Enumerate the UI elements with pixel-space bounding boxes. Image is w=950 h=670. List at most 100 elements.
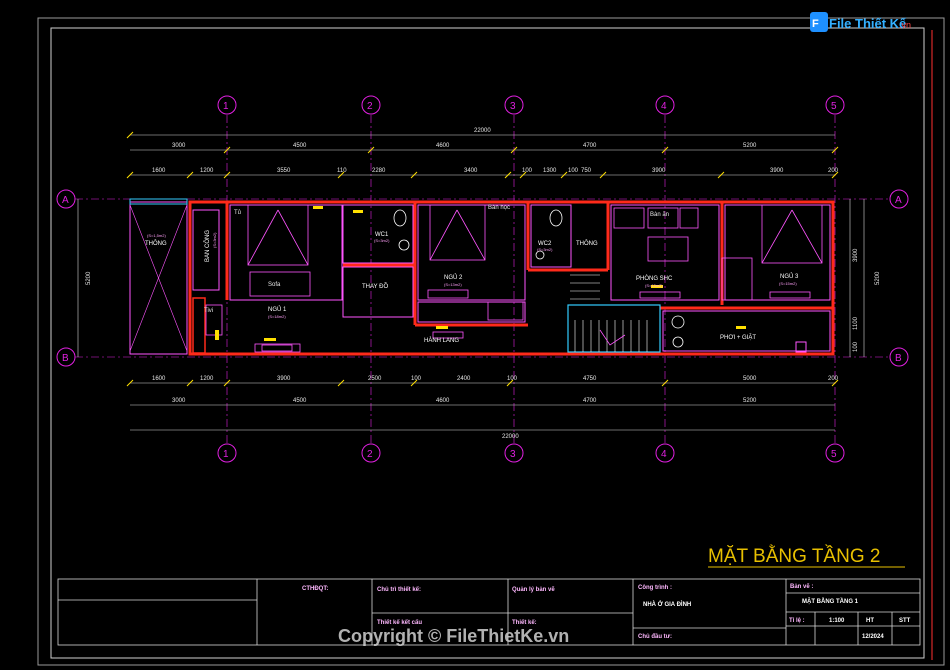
- logo-text: File Thiết Kế: [829, 16, 907, 31]
- tb-investor-label: Chủ đầu tư:: [638, 634, 672, 640]
- dim-text: 3000: [172, 398, 186, 404]
- inner-walls: [229, 204, 831, 352]
- dim-text: 3550: [277, 168, 291, 174]
- dim-text: 100: [522, 168, 533, 174]
- room-label: NGỦ 1: [268, 306, 287, 313]
- tb-manager: Quản lý bản vẽ: [512, 587, 555, 593]
- dim-text: 3900: [652, 168, 666, 174]
- dim-text: 5200: [743, 143, 757, 149]
- dim-total-bottom: 22000: [502, 434, 519, 440]
- dim-text: 5200: [743, 398, 757, 404]
- room-area: (S=13m2): [444, 282, 462, 287]
- room-area: (S=13m2): [645, 283, 663, 288]
- dim-text: 1300: [543, 168, 557, 174]
- dim-text: 4500: [293, 143, 307, 149]
- outer-frame: [37, 17, 945, 666]
- axis-label: B: [62, 353, 69, 364]
- tb-project-value: NHÀ Ở GIA ĐÌNH: [643, 600, 691, 608]
- dim-text-vertical: 100: [853, 341, 859, 352]
- toilets: [393, 209, 685, 348]
- room-area: (S=3m2): [537, 247, 553, 252]
- room-label: PHÒNG SHC: [636, 275, 673, 282]
- tb-designer: Thiết kế:: [512, 619, 537, 626]
- room-label: THÔNG: [145, 240, 167, 247]
- dim-text: 4700: [583, 398, 597, 404]
- tb-ht-label: HT: [866, 618, 874, 624]
- dim-text: 4700: [583, 143, 597, 149]
- axis-label: 3: [510, 101, 516, 112]
- fixture-label: Tivi: [204, 308, 213, 314]
- dimension-ticks: [126, 131, 839, 387]
- logo-letter: F: [812, 18, 819, 30]
- room-area: (S=3m2): [374, 238, 390, 243]
- axis-label: 3: [510, 449, 516, 460]
- axis-label: B: [895, 353, 902, 364]
- beds: [247, 204, 823, 266]
- room-area: (S=18m2): [268, 314, 286, 319]
- dim-text: 750: [581, 168, 592, 174]
- room-label: BAN CÔNG: [204, 230, 211, 262]
- accent-marks: [215, 206, 807, 353]
- dim-text: 3400: [464, 168, 478, 174]
- plan-title: MẶT BẰNG TẦNG 2: [708, 545, 880, 567]
- dimension-lines: [77, 134, 865, 431]
- axis-label: A: [895, 195, 902, 206]
- room-label: THAY ĐỒ: [362, 283, 388, 290]
- dim-text: 4500: [293, 398, 307, 404]
- dim-text: 1600: [152, 168, 166, 174]
- axis-label: 2: [367, 449, 373, 460]
- dim-text: 4600: [436, 143, 450, 149]
- room-label: NGỦ 3: [780, 273, 799, 280]
- tb-owner: CTHĐQT:: [302, 586, 328, 592]
- dim-text-vertical: 5200: [86, 271, 92, 285]
- fixture-label: Bàn ăn: [650, 212, 669, 218]
- room-label: WC1: [375, 232, 389, 238]
- fixture-label: Bàn học: [488, 205, 510, 211]
- dim-text: 200: [828, 168, 839, 174]
- axis-bubbles-bottom: 1 2 3 4 5: [217, 443, 845, 463]
- room-label: HÀNH LANG: [424, 337, 459, 344]
- room-label: NGỦ 2: [444, 274, 463, 281]
- axis-label: 4: [661, 101, 667, 112]
- dim-text-vertical: 1100: [853, 316, 859, 330]
- balcony-void: [129, 198, 220, 355]
- room-label: THÔNG: [576, 240, 598, 247]
- dim-text: 2280: [372, 168, 386, 174]
- dim-text-vertical: 3900: [853, 248, 859, 262]
- axis-bubbles-top: 1 2 3 4 5: [217, 95, 845, 115]
- axis-label: 1: [223, 449, 229, 460]
- dim-text: 5000: [743, 376, 757, 382]
- axis-label: A: [62, 195, 69, 206]
- fixture-label: Sofa: [268, 282, 281, 288]
- logo-domain: .vn: [899, 20, 911, 30]
- inner-frame: [50, 27, 925, 659]
- tb-scale-value: 1:100: [829, 618, 845, 624]
- dim-text-vertical: 5200: [875, 271, 881, 285]
- title-block: [57, 578, 921, 646]
- dim-text: 2400: [457, 376, 471, 382]
- furniture: [205, 207, 811, 353]
- watermark: Copyright © FileThietKe.vn: [338, 626, 569, 646]
- dim-text: 3900: [770, 168, 784, 174]
- axis-label: 1: [223, 101, 229, 112]
- tb-stt-label: STT: [899, 618, 911, 624]
- tb-lead-designer: Chủ trì thiết kế:: [377, 586, 421, 593]
- dim-text: 3000: [172, 143, 186, 149]
- fixture-label: Tủ: [234, 209, 241, 216]
- tb-scale-label: Tỉ lệ :: [789, 618, 805, 624]
- room-label: WC2: [538, 241, 552, 247]
- dim-text: 1600: [152, 376, 166, 382]
- room-area: (S=3m2): [212, 232, 217, 248]
- tb-drawing-label: Bản vẽ :: [790, 584, 813, 590]
- axis-label: 4: [661, 449, 667, 460]
- room-area: (S=15m2): [779, 281, 797, 286]
- axis-label: 5: [831, 101, 837, 112]
- dim-total-top: 22000: [474, 128, 491, 134]
- grid-lines: [75, 115, 890, 445]
- tb-drawing-value: MẶT BẰNG TẦNG 1: [802, 597, 859, 605]
- room-label: PHƠI + GIẶT: [720, 334, 756, 341]
- tb-project-label: Công trình :: [638, 585, 672, 591]
- tb-structure: Thiết kế kết cấu: [377, 619, 422, 626]
- axis-bubbles-rows: A B A B: [56, 189, 909, 367]
